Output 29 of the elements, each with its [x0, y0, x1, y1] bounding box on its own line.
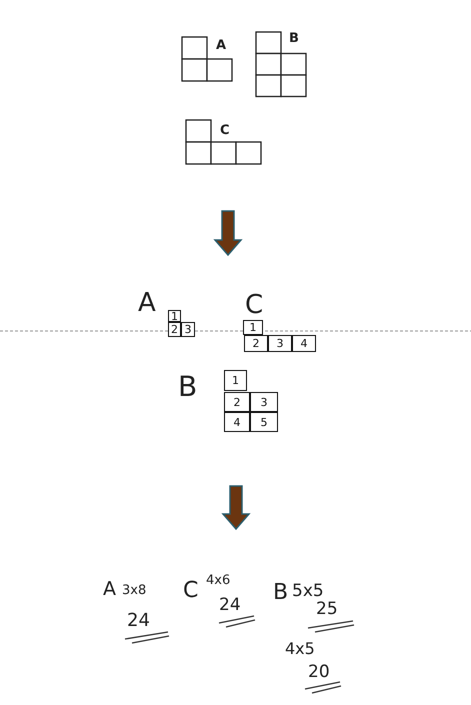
- figure-letter: A: [138, 290, 156, 316]
- figure-letter: C: [220, 124, 230, 137]
- numbered-square: 4: [292, 335, 316, 352]
- handwritten-text: 25: [316, 601, 338, 618]
- numbered-square: 3: [268, 335, 292, 352]
- numbered-square: 2: [244, 335, 268, 352]
- handwritten-text: 4x6: [206, 574, 230, 587]
- figure-letter: B: [178, 373, 198, 401]
- handwritten-text: 24: [127, 612, 150, 630]
- numbered-square: 2: [168, 322, 181, 337]
- figure-letter: B: [289, 32, 299, 45]
- numbered-square: 1: [243, 320, 263, 335]
- handwritten-text: A: [103, 580, 116, 599]
- handwritten-text: C: [183, 580, 198, 602]
- numbered-square: 2: [224, 392, 250, 412]
- figure-letter: A: [216, 39, 226, 52]
- handwritten-text: 5x5: [292, 583, 324, 600]
- handwritten-text: 4x5: [285, 641, 315, 657]
- handwritten-text: B: [273, 582, 288, 604]
- numbered-square: 1: [224, 370, 247, 391]
- numbered-square: 5: [250, 412, 278, 432]
- handwritten-text: 20: [308, 664, 330, 681]
- handwritten-text: 3x8: [122, 584, 146, 597]
- numbered-square: 3: [250, 392, 278, 412]
- numbered-square: 1: [168, 310, 181, 322]
- numbered-square: 3: [181, 322, 195, 337]
- figure-letter: C: [245, 292, 264, 318]
- handwritten-text: 24: [219, 597, 241, 614]
- numbered-square: 4: [224, 412, 250, 432]
